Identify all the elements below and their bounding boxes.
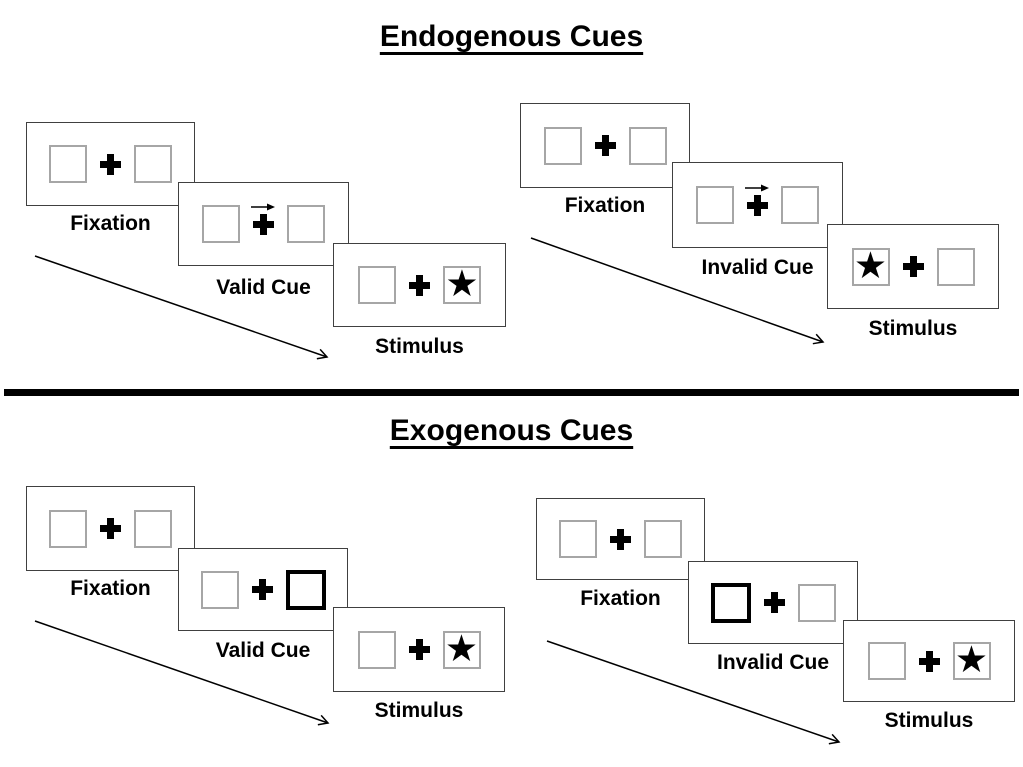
right-placeholder-box <box>644 520 682 558</box>
endogenous-title-text: Endogenous Cues <box>379 20 644 53</box>
endogenous-section-title: Endogenous Cues <box>0 20 1023 54</box>
panel-label-valid-cue: Valid Cue <box>215 639 311 662</box>
timeline-arrow-endogenous-valid <box>34 255 329 360</box>
star-target-box: ★ <box>851 243 890 287</box>
fixation-cross-icon <box>610 528 631 550</box>
fixation-cross-icon <box>409 274 430 296</box>
cue-arrow-icon <box>744 184 769 191</box>
timeline-arrow-exogenous-valid <box>34 620 330 726</box>
left-placeholder-box <box>49 145 87 183</box>
exogenous-invalid-cue-panel <box>688 561 858 644</box>
plus-icon <box>409 274 430 296</box>
right-placeholder-box <box>287 205 325 243</box>
plus-icon <box>763 592 785 613</box>
plus-icon <box>100 153 121 175</box>
star-icon: ★ <box>954 638 989 681</box>
fixation-cross-icon <box>594 135 616 156</box>
exogenous-valid-cue-panel <box>178 548 348 631</box>
fixation-cross-icon <box>100 153 121 175</box>
endogenous-invalid-fixation-panel <box>520 103 690 188</box>
left-placeholder-box <box>696 186 734 224</box>
fixation-cross-icon <box>744 184 769 216</box>
fixation-cross-icon <box>100 518 121 539</box>
endogenous-valid-cue-panel <box>178 182 349 266</box>
panel-label-stimulus: Stimulus <box>374 699 464 722</box>
cue-arrow-icon <box>250 203 275 210</box>
exogenous-section-title: Exogenous Cues <box>0 414 1023 448</box>
plus-icon <box>251 579 273 600</box>
endogenous-invalid-cue-panel <box>672 162 843 248</box>
endogenous-invalid-stimulus-panel: ★ <box>827 224 999 309</box>
fixation-cross-icon <box>251 579 273 600</box>
exogenous-valid-stimulus-panel: ★ <box>333 607 505 692</box>
panel-label-stimulus: Stimulus <box>884 709 974 732</box>
right-placeholder-box <box>628 126 667 165</box>
right-placeholder-box <box>134 509 172 548</box>
highlighted-cue-box <box>285 569 326 610</box>
plus-icon <box>610 528 631 550</box>
right-placeholder-box <box>797 583 836 622</box>
fixation-cross-icon <box>408 639 430 660</box>
exogenous-invalid-stimulus-panel: ★ <box>843 620 1015 702</box>
left-placeholder-box <box>49 509 87 548</box>
endogenous-valid-fixation-panel <box>26 122 195 206</box>
section-divider <box>4 389 1019 396</box>
star-target-box: ★ <box>442 626 481 670</box>
panel-label-invalid-cue: Invalid Cue <box>716 651 830 674</box>
star-icon: ★ <box>444 626 479 670</box>
panel-label-stimulus: Stimulus <box>868 317 958 340</box>
star-icon: ★ <box>853 243 888 287</box>
left-placeholder-box <box>357 630 396 669</box>
plus-icon <box>594 135 616 156</box>
panel-label-valid-cue: Valid Cue <box>216 276 311 299</box>
plus-icon <box>100 518 121 539</box>
right-placeholder-box <box>936 247 975 286</box>
panel-label-stimulus: Stimulus <box>375 335 464 358</box>
left-placeholder-box <box>200 570 239 609</box>
left-placeholder-box <box>559 520 597 558</box>
plus-icon <box>253 213 274 235</box>
endogenous-valid-stimulus-panel: ★ <box>333 243 506 327</box>
panel-label-fixation: Fixation <box>70 577 151 600</box>
left-placeholder-box <box>543 126 582 165</box>
highlighted-cue-box <box>710 582 751 623</box>
panel-label-fixation: Fixation <box>580 587 661 610</box>
panel-label-fixation: Fixation <box>70 212 151 235</box>
fixation-cross-icon <box>250 203 275 235</box>
panel-label-invalid-cue: Invalid Cue <box>701 256 814 279</box>
left-placeholder-box <box>202 205 240 243</box>
right-placeholder-box <box>781 186 819 224</box>
star-target-box: ★ <box>952 638 991 681</box>
exogenous-invalid-fixation-panel <box>536 498 705 580</box>
star-target-box: ★ <box>443 262 481 305</box>
fixation-cross-icon <box>918 650 940 672</box>
plus-icon <box>902 256 924 277</box>
fixation-cross-icon <box>902 256 924 277</box>
star-icon: ★ <box>445 262 479 305</box>
plus-icon <box>918 650 940 672</box>
timeline-arrow-endogenous-invalid <box>530 237 825 345</box>
left-placeholder-box <box>358 266 396 304</box>
left-placeholder-box <box>867 642 906 680</box>
exogenous-title-text: Exogenous Cues <box>389 414 634 447</box>
exogenous-valid-fixation-panel <box>26 486 195 571</box>
panel-label-fixation: Fixation <box>564 194 646 217</box>
plus-icon <box>408 639 430 660</box>
right-placeholder-box <box>134 145 172 183</box>
fixation-cross-icon <box>763 592 785 613</box>
plus-icon <box>747 194 768 216</box>
